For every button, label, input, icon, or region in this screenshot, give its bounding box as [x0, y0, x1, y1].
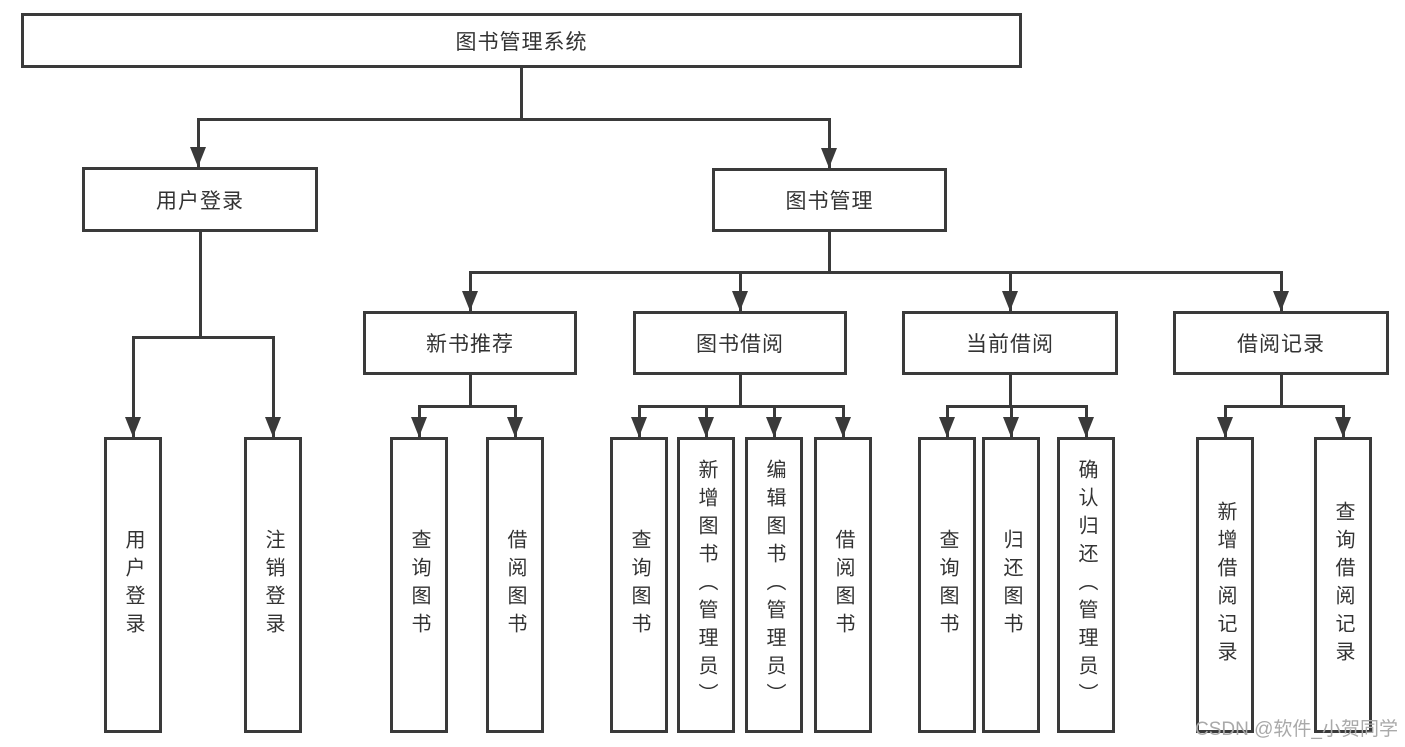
csdn-watermark: CSDN @软件_小贺同学 [1195, 719, 1398, 740]
arrow-down-icon [125, 417, 141, 437]
node-book-management-label: 图书管理 [785, 190, 874, 213]
arrow-down-icon [265, 417, 281, 437]
node-borrowing-records-label: 借阅记录 [1237, 333, 1325, 356]
connector-l2-stem-left [196, 117, 200, 168]
connector-section-bus [637, 405, 845, 408]
connector-section-stem [738, 375, 742, 408]
node-borrowing-records: 借阅记录 [1173, 311, 1389, 375]
node-book-borrowing: 图书借阅 [633, 311, 847, 375]
node-new-book-recommend-label: 新书推荐 [426, 333, 514, 356]
node-book-borrowing-label: 图书借阅 [696, 333, 784, 356]
connector-l2-stem-right [827, 117, 831, 169]
node-current-borrowing-label: 当前借阅 [966, 333, 1054, 356]
leaf-logout-label: 注销登录 [262, 529, 284, 641]
leaf-logout: 注销登录 [244, 437, 302, 733]
leaf-newbook-borrow: 借阅图书 [486, 437, 544, 733]
connector-section-stem [1008, 375, 1012, 408]
arrow-down-icon [1002, 291, 1018, 311]
connector-leaf-stem [271, 335, 275, 437]
connector-section-bus [417, 405, 517, 408]
arrow-down-icon [190, 147, 206, 167]
connector-l3-bus [468, 271, 1283, 274]
node-current-borrowing: 当前借阅 [902, 311, 1118, 375]
arrow-down-icon [507, 417, 523, 437]
connector-l2-bus [196, 117, 831, 121]
connector-section-bus [1223, 405, 1345, 408]
connector-section-stem [468, 375, 472, 408]
leaf-query-borrow-record-label: 查询借阅记录 [1332, 501, 1354, 669]
leaf-current-query: 查询图书 [918, 437, 976, 733]
leaf-borrow-query: 查询图书 [610, 437, 668, 733]
node-book-management: 图书管理 [712, 168, 947, 232]
leaf-add-borrow-record-label: 新增借阅记录 [1214, 501, 1236, 669]
arrow-down-icon [1217, 417, 1233, 437]
arrow-down-icon [1335, 417, 1351, 437]
arrow-down-icon [411, 417, 427, 437]
leaf-return-book-label: 归还图书 [1000, 529, 1022, 641]
arrow-down-icon [698, 417, 714, 437]
arrow-down-icon [732, 291, 748, 311]
arrow-down-icon [821, 148, 837, 168]
arrow-down-icon [939, 417, 955, 437]
arrow-down-icon [766, 417, 782, 437]
leaf-newbook-borrow-label: 借阅图书 [504, 529, 526, 641]
leaf-confirm-return-label: 确认归还（管理员） [1075, 459, 1097, 711]
node-root-label: 图书管理系统 [455, 30, 588, 54]
leaf-borrow-query-label: 查询图书 [628, 529, 650, 641]
leaf-user-login-label: 用户登录 [122, 529, 144, 641]
leaf-newbook-query: 查询图书 [390, 437, 448, 733]
connector-userlogin-bus [131, 335, 275, 339]
connector-bookmgmt-stem [828, 232, 831, 274]
leaf-borrow-edit-book: 编辑图书（管理员） [745, 437, 803, 733]
node-root: 图书管理系统 [21, 13, 1022, 68]
arrow-down-icon [631, 417, 647, 437]
node-user-login-label: 用户登录 [156, 189, 244, 213]
leaf-current-query-label: 查询图书 [936, 529, 958, 641]
arrow-down-icon [835, 417, 851, 437]
leaf-borrow-add-book: 新增图书（管理员） [677, 437, 735, 733]
connector-root-stem [520, 68, 523, 119]
leaf-add-borrow-record: 新增借阅记录 [1196, 437, 1254, 733]
leaf-confirm-return: 确认归还（管理员） [1057, 437, 1115, 733]
leaf-newbook-query-label: 查询图书 [408, 529, 430, 641]
arrow-down-icon [462, 291, 478, 311]
arrow-down-icon [1078, 417, 1094, 437]
connector-section-stem [1279, 375, 1283, 408]
connector-section-bus [945, 405, 1088, 408]
connector-leaf-stem [131, 335, 135, 437]
arrow-down-icon [1273, 291, 1289, 311]
leaf-borrow-edit-book-label: 编辑图书（管理员） [763, 459, 785, 711]
leaf-user-login: 用户登录 [104, 437, 162, 733]
leaf-borrow-add-book-label: 新增图书（管理员） [695, 459, 717, 711]
arrow-down-icon [1003, 417, 1019, 437]
leaf-borrow-book: 借阅图书 [814, 437, 872, 733]
node-user-login: 用户登录 [82, 167, 318, 232]
leaf-return-book: 归还图书 [982, 437, 1040, 733]
connector-userlogin-stem [198, 232, 202, 337]
node-new-book-recommend: 新书推荐 [363, 311, 577, 375]
leaf-borrow-book-label: 借阅图书 [832, 529, 854, 641]
leaf-query-borrow-record: 查询借阅记录 [1314, 437, 1372, 733]
